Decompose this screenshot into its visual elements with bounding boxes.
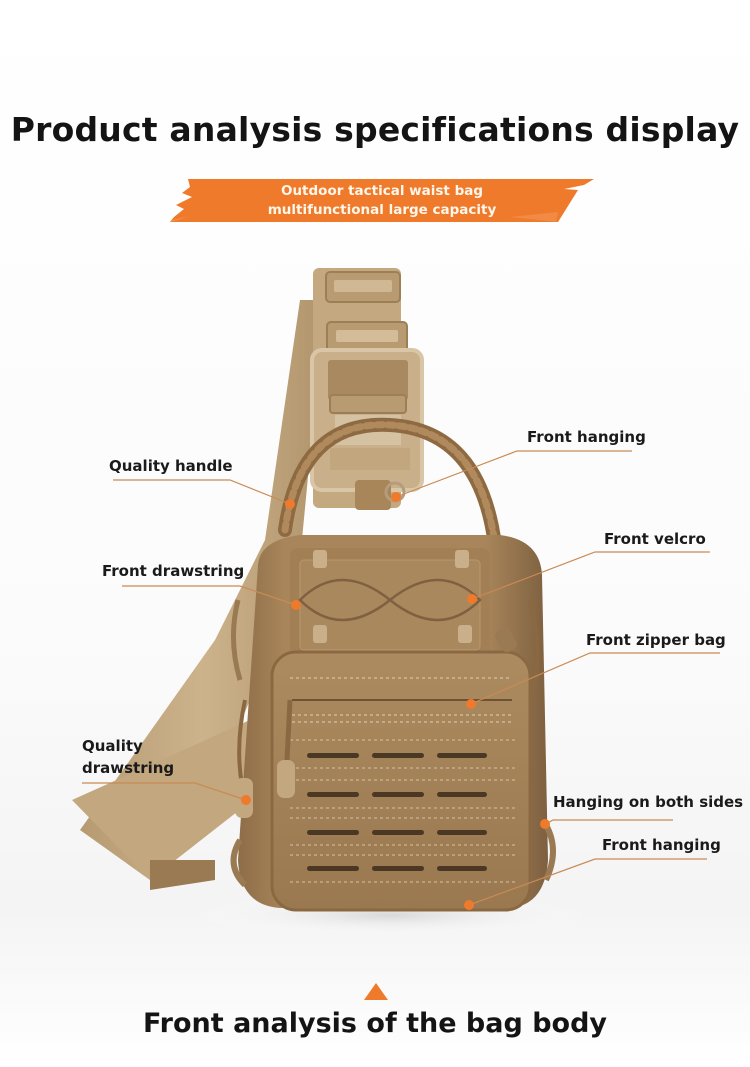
callout-quality-drawstring-line-1: Quality [82,737,143,755]
page-title: Product analysis specifications display [10,110,740,149]
callout-quality-drawstring-line-2: drawstring [82,759,175,777]
brush-stroke-shape [170,179,594,222]
subtitle-banner: Outdoor tactical waist bag multifunction… [170,179,594,222]
callout-front-hanging-top: Front hanging [527,428,646,446]
callout-front-hanging-bottom: Front hanging [602,836,721,854]
banner-text: Outdoor tactical waist bag multifunction… [170,182,594,220]
callout-quality-handle: Quality handle [109,457,233,475]
up-triangle-icon [364,983,388,1000]
callout-front-drawstring: Front drawstring [102,562,245,580]
callout-hanging-both-sides: Hanging on both sides [553,793,744,811]
callout-front-zipper-bag: Front zipper bag [586,631,726,649]
section-title: Front analysis of the bag body [142,1008,608,1039]
banner-line-1: Outdoor tactical waist bag [280,183,484,199]
banner-line-2: multifunctional large capacity [267,202,497,218]
callout-front-velcro: Front velcro [604,530,706,548]
callout-quality-drawstring: Quality drawstring [82,735,174,779]
